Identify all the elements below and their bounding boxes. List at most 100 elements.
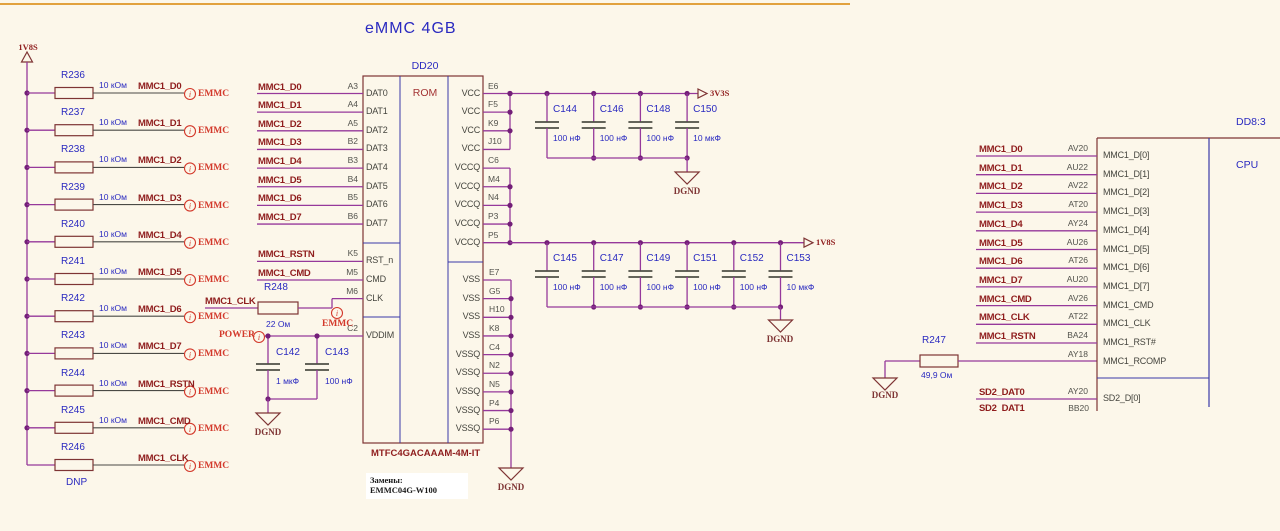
junction-dot	[508, 389, 514, 395]
info-icon-glyph: i	[189, 164, 191, 173]
pin-number: AV20	[1067, 143, 1088, 153]
replacement-note-value: EMMC04G-W100	[370, 485, 438, 495]
dgnd-label-r247: DGND	[871, 390, 899, 400]
pin-number: H10	[489, 304, 505, 315]
ground-symbol	[767, 319, 794, 333]
pin-name: MMC1_RST#	[1103, 337, 1156, 347]
pin-name: VSS	[462, 292, 481, 303]
pin-number: M4	[488, 173, 500, 184]
cap-value: 10 мкФ	[786, 282, 815, 292]
emmc-flag-label: EMMC	[198, 126, 230, 137]
pin-number: AV26	[1067, 292, 1088, 303]
power-arrow-icon	[803, 237, 815, 249]
pin-name: CLK	[366, 292, 383, 303]
resistor-body	[257, 301, 299, 315]
pin-number: F5	[488, 99, 498, 110]
net-label: MMC1_D2	[258, 118, 302, 130]
info-icon-glyph: i	[189, 425, 191, 434]
pin-name: MMC1_D[6]	[1103, 262, 1150, 273]
resistor-body	[54, 161, 94, 174]
net-label: MMC1_D7	[979, 274, 1023, 286]
net-label: MMC1_CMD	[138, 415, 191, 427]
r248-value: 22 Ом	[266, 319, 291, 329]
power-arrow-up-icon	[20, 50, 34, 63]
junction-dot	[507, 202, 513, 208]
pin-name: VSS	[462, 311, 481, 322]
emmc-chip-body	[362, 75, 484, 444]
net-label: MMC1_CLK	[138, 453, 189, 464]
net-label: SD2_DAT0	[979, 387, 1025, 398]
cap-value: 1 мкФ	[276, 376, 300, 386]
pin-number: C6	[488, 155, 499, 166]
info-icon	[183, 311, 197, 324]
cap-value: 100 нФ	[599, 133, 628, 143]
pin-name: VCCQ	[454, 236, 480, 247]
pin-number: P5	[488, 229, 499, 240]
info-icon-glyph: i	[189, 202, 191, 211]
net-label: MMC1_D1	[979, 162, 1023, 174]
net-label: MMC1_D3	[138, 192, 182, 204]
info-icon-glyph: i	[189, 127, 191, 136]
resistor-value: 10 кОм	[99, 117, 127, 128]
pin-number: P4	[489, 397, 500, 408]
pin-name: SD2_D[0]	[1103, 393, 1141, 403]
emmc-flag-label: EMMC	[198, 461, 230, 471]
net-label: MMC1_D1	[138, 118, 182, 130]
pin-number: AY24	[1067, 217, 1088, 228]
emmc-flag-label: EMMC	[198, 312, 230, 323]
net-label: MMC1_D7	[258, 212, 302, 224]
pin-number: AT26	[1068, 255, 1088, 266]
resistor-value: 10 кОм	[99, 340, 127, 351]
power-arrow-icon	[697, 88, 709, 99]
info-icon	[183, 385, 197, 398]
resistor-body	[54, 384, 94, 397]
resistor-ref: R245	[61, 404, 85, 416]
pin-number: N4	[488, 192, 499, 203]
cap-ref: C147	[599, 253, 624, 264]
pin-name: VSSQ	[455, 404, 480, 415]
cpu-chip-symbol-label: CPU	[1236, 159, 1259, 171]
junction-dot	[507, 90, 513, 97]
info-icon-glyph: i	[189, 462, 191, 471]
pin-name: VCCQ	[454, 162, 480, 173]
resistor-ref: R239	[61, 181, 85, 193]
info-icon	[183, 199, 197, 212]
net-label: MMC1_D3	[258, 137, 302, 149]
net-label: MMC1_D0	[258, 81, 302, 93]
info-icon	[183, 87, 197, 101]
pin-name: MMC1_CLK	[1103, 318, 1151, 329]
junction-dot	[265, 333, 271, 339]
cap-value: 100 нФ	[553, 282, 581, 292]
resistor-value: 10 кОм	[99, 154, 127, 165]
net-label: MMC1_D7	[138, 341, 182, 353]
pin-name: MMC1_RCOMP	[1103, 355, 1167, 366]
dgnd-label-1v8-bank: DGND	[766, 334, 794, 344]
junction-dot	[508, 426, 514, 432]
cap-ref: C152	[739, 253, 764, 264]
pin-name: VSSQ	[455, 385, 480, 396]
net-label: MMC1_D0	[138, 81, 182, 92]
resistor-ref: R240	[61, 218, 85, 230]
resistor-value: 10 кОм	[99, 377, 127, 388]
pin-name: MMC1_D[5]	[1103, 243, 1150, 254]
info-icon-glyph: i	[189, 239, 191, 248]
clk-net-label: MMC1_CLK	[205, 296, 256, 307]
net-label: MMC1_D5	[979, 237, 1023, 249]
junction-dot	[508, 314, 514, 320]
junction-dot	[507, 221, 513, 227]
resistor-value: 10 кОм	[99, 414, 127, 425]
pin-name: MMC1_D[1]	[1103, 168, 1150, 179]
pin-number: AU20	[1066, 273, 1088, 284]
junction-dot	[508, 333, 514, 339]
info-icon	[330, 306, 344, 320]
pin-number: AV22	[1067, 180, 1088, 191]
ground-symbol	[497, 467, 525, 481]
emmc-chip-designator: DD20	[411, 60, 439, 72]
net-label: MMC1_D0	[979, 144, 1023, 155]
pin-number: E6	[488, 80, 499, 91]
pin-name: DAT2	[366, 124, 388, 135]
resistor-ref: R241	[61, 256, 85, 267]
pin-number: G5	[489, 285, 501, 296]
